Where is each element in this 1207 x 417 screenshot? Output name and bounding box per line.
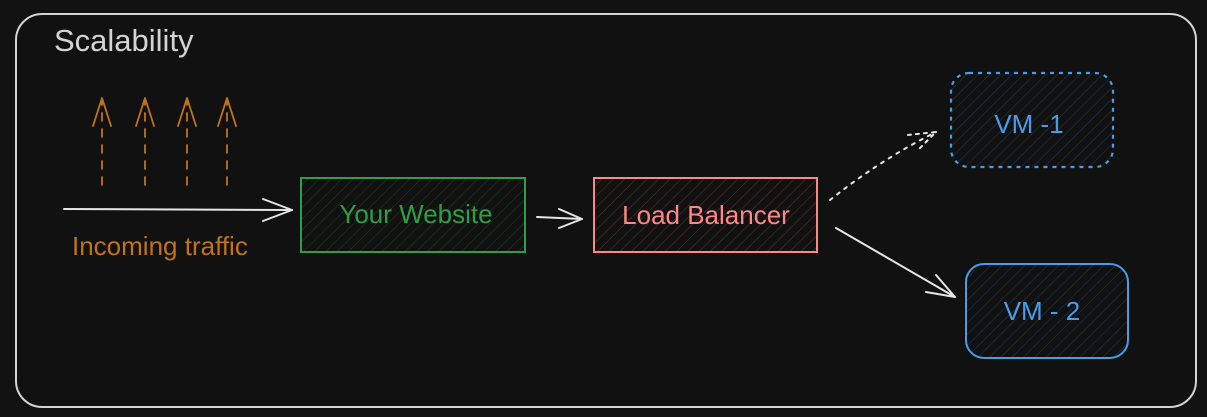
load-balancer-node: Load Balancer bbox=[593, 177, 818, 253]
vm1-node: VM -1 bbox=[949, 71, 1115, 169]
lb-to-vm2-arrow bbox=[835, 227, 956, 298]
website-node: Your Website bbox=[300, 177, 526, 253]
vm2-node: VM - 2 bbox=[965, 263, 1129, 359]
traffic-arrow-icon bbox=[135, 97, 155, 186]
traffic-arrow-icon bbox=[92, 97, 112, 186]
load-balancer-label: Load Balancer bbox=[622, 200, 790, 230]
traffic-arrow-icon bbox=[217, 97, 237, 186]
vm1-label: VM -1 bbox=[994, 109, 1063, 139]
website-label: Your Website bbox=[339, 199, 492, 229]
lb-to-vm1-arrow bbox=[829, 131, 937, 201]
vm2-label: VM - 2 bbox=[1004, 296, 1081, 326]
traffic-arrow-icon bbox=[177, 97, 197, 186]
incoming-traffic-label: Incoming traffic bbox=[72, 231, 248, 261]
diagram-title: Scalability bbox=[54, 23, 194, 58]
website-to-lb-arrow bbox=[536, 208, 583, 229]
traffic-arrows bbox=[92, 97, 237, 186]
incoming-arrow bbox=[63, 198, 293, 222]
